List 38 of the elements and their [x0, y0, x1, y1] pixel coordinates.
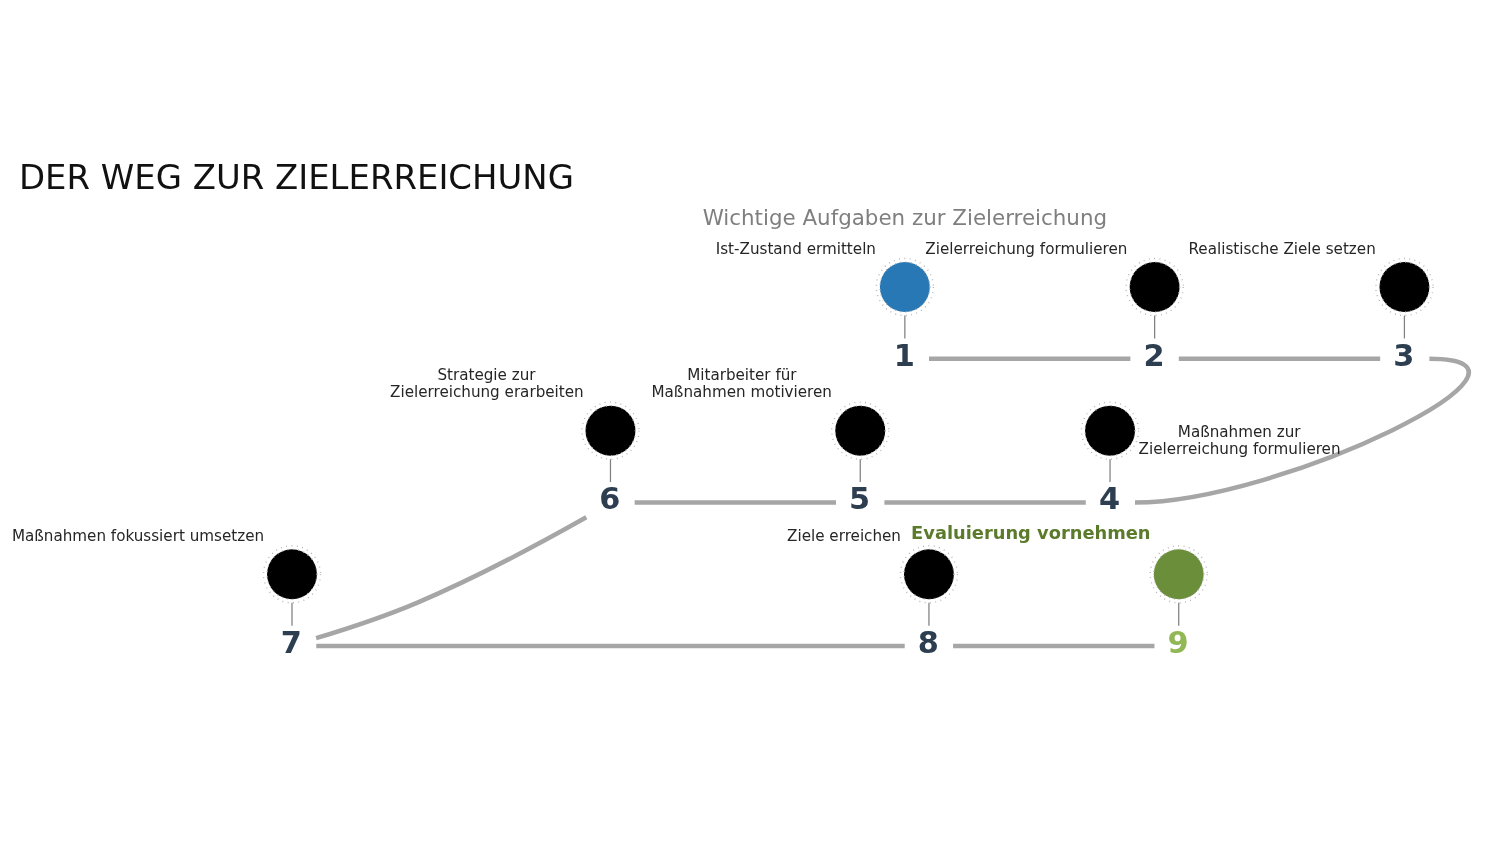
node-text: 2: [1143, 337, 1165, 373]
node-text: 6: [599, 481, 621, 517]
connector: [884, 500, 1086, 505]
node-circle: [875, 257, 935, 317]
connector: [928, 602, 930, 627]
node-label: Maßnahmen zur Zielerreichung formulieren: [1138, 423, 1341, 459]
connector: [1178, 602, 1180, 627]
node-label: Mitarbeiter für Maßnahmen motivieren: [651, 366, 832, 402]
connector: [634, 500, 836, 505]
connector: [609, 458, 612, 483]
connector: [291, 602, 293, 627]
node-text: 9: [1167, 624, 1189, 660]
node-label: Evaluierung vornehmen: [911, 522, 1151, 544]
node-label: Zielerreichung formulieren: [925, 239, 1128, 258]
node-label: Realistische Ziele setzen: [1188, 239, 1376, 258]
connector: [1178, 356, 1381, 362]
node-text: 8: [917, 624, 939, 660]
connector: [315, 515, 588, 641]
connector: [1134, 356, 1470, 505]
node-text: 7: [280, 624, 302, 660]
node-label: Ziele erreichen: [787, 526, 901, 545]
node-text: 3: [1393, 337, 1415, 373]
connector: [1154, 314, 1156, 340]
connector: [929, 356, 1131, 362]
connector: [1109, 458, 1111, 483]
connector: [316, 643, 905, 649]
node-text: 1: [893, 337, 915, 373]
diagram-title: DER WEG ZUR ZIELERREICHUNG: [19, 158, 574, 198]
node-label: Ist-Zustand ermitteln: [715, 239, 876, 258]
node-text: 5: [849, 481, 871, 517]
connector: [953, 643, 1155, 649]
node-label: Maßnahmen fokussiert umsetzen: [11, 526, 265, 545]
connector: [859, 458, 861, 483]
node-text: 4: [1098, 481, 1120, 517]
connector: [904, 314, 906, 340]
node-label: Strategie zur Zielerreichung erarbeiten: [390, 366, 584, 402]
connector: [1403, 314, 1406, 340]
label: Wichtige Aufgaben zur Zielerreichung: [702, 204, 1108, 230]
